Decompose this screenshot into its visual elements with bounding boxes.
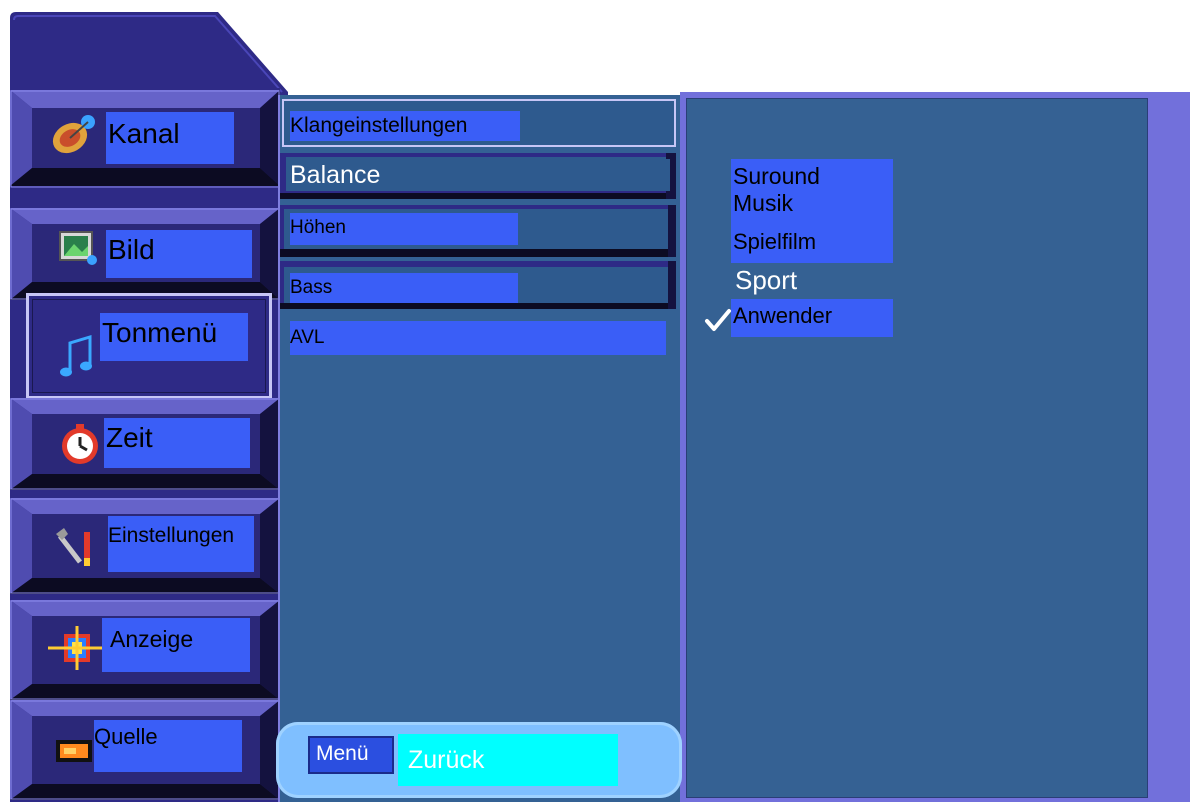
sidebar-label-text: Anzeige — [110, 626, 194, 652]
sidebar-item-label: Bild — [106, 230, 252, 278]
option-suround[interactable]: Suround — [733, 163, 820, 190]
checkmark-icon — [703, 305, 733, 335]
submenu-item-hoehen[interactable]: Höhen — [280, 205, 680, 259]
main-menu-sidebar: Kanal Bild — [10, 88, 280, 802]
option-spielfilm[interactable]: Spielfilm — [733, 229, 816, 255]
option-label: Spielfilm — [733, 229, 817, 254]
sidebar-item-label: Einstellungen — [108, 516, 254, 572]
sidebar-label-text: Quelle — [94, 724, 158, 749]
submenu-item-klangeinstellungen[interactable]: Klangeinstellungen — [280, 97, 680, 151]
submenu-item-label: Bass — [290, 273, 518, 303]
submenu-item-balance[interactable]: Balance — [280, 153, 680, 201]
sidebar-label-text: Kanal — [108, 118, 180, 149]
sidebar-item-label: Zeit — [104, 418, 250, 468]
sidebar-item-kanal[interactable]: Kanal — [10, 90, 280, 190]
menu-header-tab — [10, 12, 288, 102]
selected-option-highlight — [731, 299, 893, 337]
picture-icon — [58, 228, 98, 268]
source-icon — [54, 736, 94, 766]
submenu-panel: Klangeinstellungen Balance Höhen Bass — [278, 95, 682, 802]
option-sport[interactable]: Sport — [735, 265, 797, 296]
menu-key-label: Menü — [316, 742, 369, 765]
back-label: Zurück — [408, 746, 485, 774]
sidebar-item-anzeige[interactable]: Anzeige — [10, 600, 280, 704]
selected-item-inner-frame — [32, 299, 266, 393]
sidebar-item-label: Quelle — [94, 720, 242, 772]
sidebar-item-zeit[interactable]: Zeit — [10, 398, 280, 494]
sidebar-item-label: Tonmenü — [100, 313, 248, 361]
clock-icon — [58, 422, 102, 466]
sidebar-label-text: Zeit — [106, 422, 153, 453]
submenu-item-avl[interactable]: AVL — [280, 317, 680, 357]
tools-icon — [54, 526, 98, 570]
sidebar-item-tonmenu[interactable]: Tonmenü — [10, 293, 280, 399]
submenu-item-label: Höhen — [290, 213, 518, 245]
footer-hint-bar: Menü Zurück — [276, 722, 682, 798]
sidebar-label-text: Einstellungen — [108, 524, 235, 547]
sidebar-item-label: Anzeige — [102, 618, 250, 672]
submenu-item-label: Klangeinstellungen — [290, 111, 520, 141]
display-icon — [48, 626, 104, 670]
sidebar-label-text: Bild — [108, 234, 155, 265]
satellite-dish-icon — [48, 108, 100, 160]
option-label: Suround — [733, 163, 820, 189]
sidebar-label-text: Tonmenü — [102, 317, 218, 348]
submenu-item-label: Balance — [290, 159, 670, 191]
option-anwender[interactable]: Anwender — [733, 303, 832, 329]
option-label: Musik — [733, 190, 794, 216]
music-note-icon — [58, 334, 98, 379]
option-label: Sport — [735, 265, 798, 295]
sidebar-item-label: Kanal — [106, 112, 234, 164]
back-hint[interactable]: Zurück — [398, 734, 618, 786]
option-musik[interactable]: Musik — [733, 190, 793, 217]
sidebar-item-quelle[interactable]: Quelle — [10, 700, 280, 802]
option-label: Anwender — [733, 303, 833, 328]
submenu-item-bass[interactable]: Bass — [280, 261, 680, 311]
sound-mode-options-panel: Suround Musik Spielfilm Sport Anwender — [686, 98, 1148, 798]
menu-key-badge: Menü — [308, 736, 394, 774]
sidebar-item-einstellungen[interactable]: Einstellungen — [10, 498, 280, 598]
submenu-item-label: AVL — [290, 321, 666, 355]
options-highlight-block — [731, 159, 893, 263]
sidebar-item-bild[interactable]: Bild — [10, 208, 280, 304]
